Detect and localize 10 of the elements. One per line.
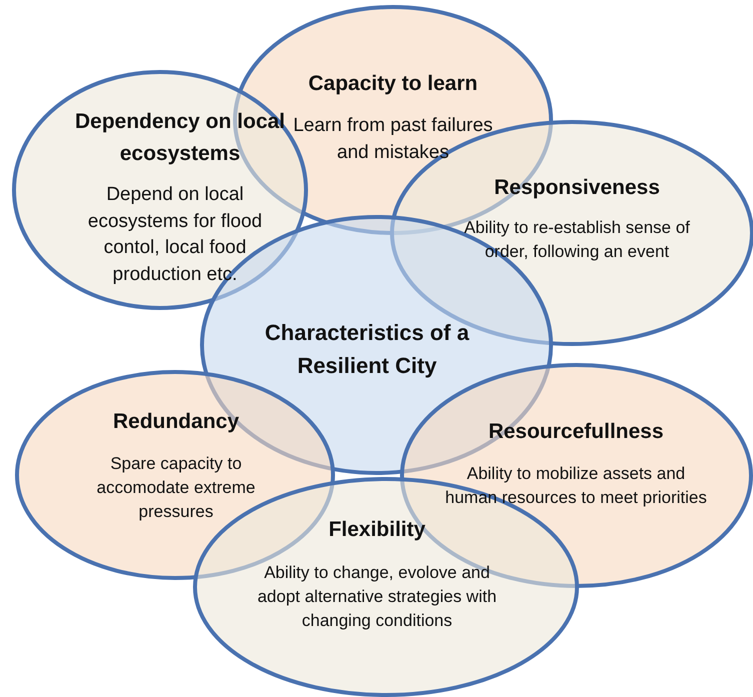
description-text: Ability to mobilize assets and human resources to meet priorities (444, 463, 708, 509)
description-text: Learn from past failures and mistakes (293, 114, 493, 165)
description-text: Spare capacity to accomodate extreme pressures (96, 453, 256, 523)
description-text: Ability to change, evolove and adopt alternative strategies with changing conditions (256, 562, 498, 632)
heading-text: Responsiveness (493, 175, 661, 201)
heading-text: Resourcefullness (487, 419, 665, 445)
heading-text: Redundancy (112, 409, 240, 435)
heading-text: Characteristics of a Resilient City (264, 319, 470, 380)
heading-text: Capacity to learn (307, 71, 479, 97)
heading-text: Flexibility (328, 517, 426, 543)
